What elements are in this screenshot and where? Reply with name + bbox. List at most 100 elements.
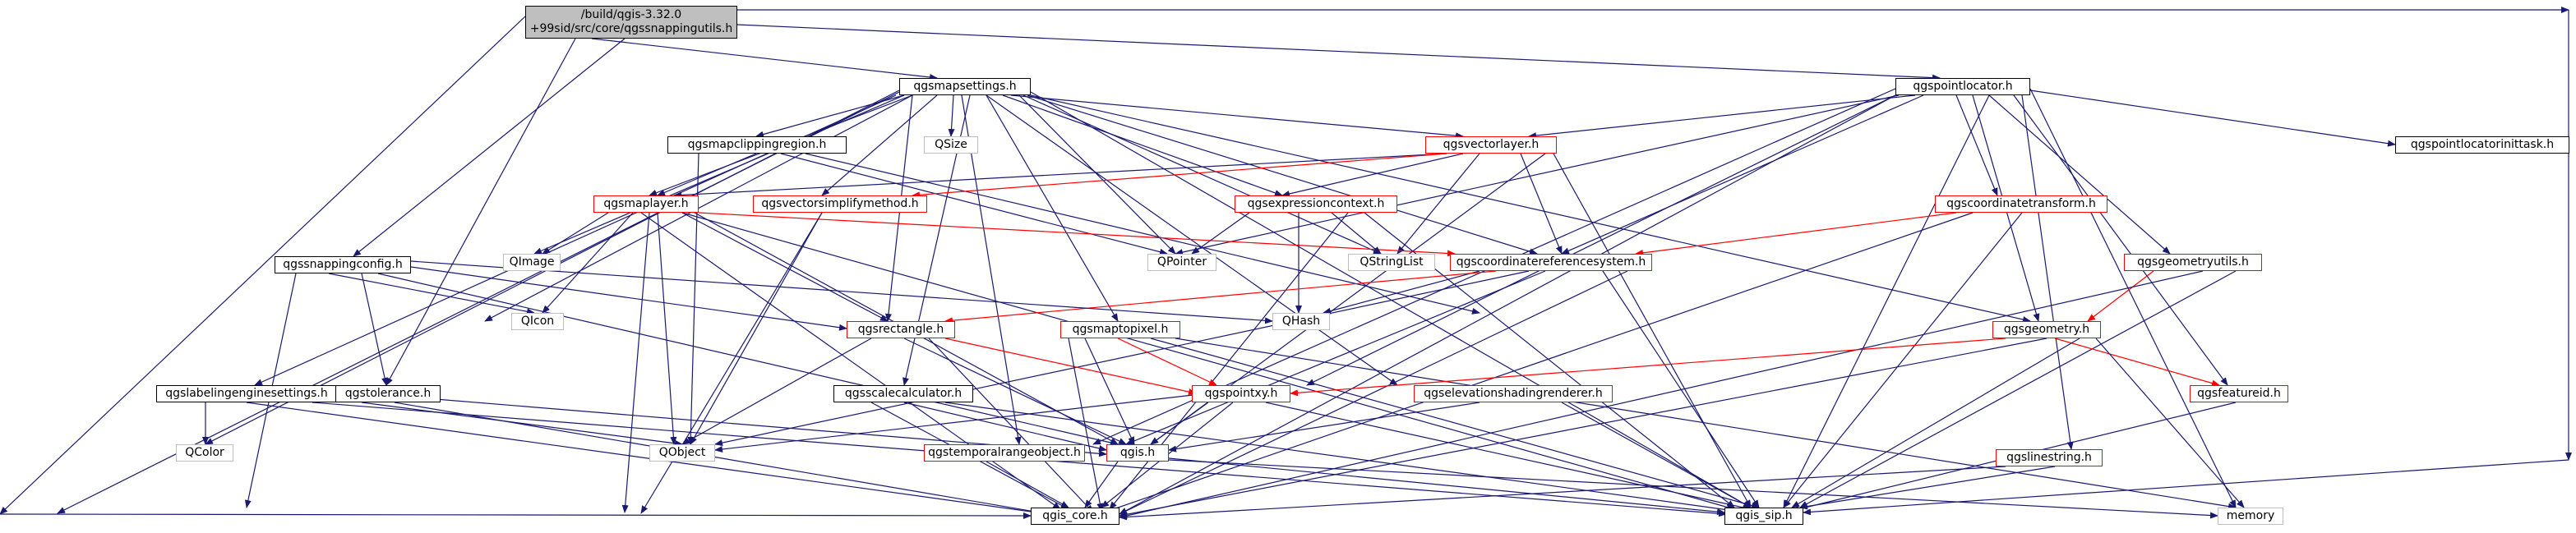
node-qgsmapclippingregion[interactable]: qgsmapclippingregion.h: [667, 136, 847, 154]
dependency-edge: [361, 402, 683, 447]
node-qgslinestring[interactable]: qgslinestring.h: [1996, 449, 2103, 466]
dependency-edge: [1783, 94, 1990, 508]
dependency-edge: [681, 212, 889, 322]
node-qgsmaptopixel[interactable]: qgsmaptopixel.h: [1060, 321, 1180, 338]
dependency-edge: [1018, 94, 1176, 255]
node-qcolor[interactable]: QColor: [176, 444, 233, 462]
node-qgscoordinatetransform[interactable]: qgscoordinatetransform.h: [1935, 195, 2107, 213]
node-qicon[interactable]: QIcon: [511, 313, 564, 330]
dependency-edge: [621, 212, 650, 513]
dependency-edge: [640, 212, 823, 514]
node-qgscoordinatereferencesystem[interactable]: qgscoordinatereferencesystem.h: [1450, 254, 1652, 271]
node-qhash[interactable]: QHash: [1272, 313, 1330, 330]
node-qgsgeometry[interactable]: qgsgeometry.h: [1992, 321, 2101, 338]
root-node-line2: +99sid/src/core/qgssnappingutils.h: [529, 22, 733, 35]
root-node-qgssnappingutils[interactable]: /build/qgis-3.32.0 +99sid/src/core/qgssn…: [525, 6, 737, 39]
node-qobject[interactable]: QObject: [649, 444, 715, 462]
node-qgstemporalrangeobject[interactable]: qgstemporalrangeobject.h: [924, 444, 1085, 462]
dependency-edge: [1084, 338, 1135, 445]
node-qgspointxy[interactable]: qgspointxy.h: [1192, 385, 1290, 402]
node-qgsrectangle[interactable]: qgsrectangle.h: [847, 321, 955, 338]
node-qgslabelingenginesettings[interactable]: qgslabelingenginesettings.h: [156, 385, 337, 402]
dependency-edge: [1119, 94, 1896, 515]
dependency-edge: [1101, 212, 1974, 514]
node-qgselevationshadingrenderer[interactable]: qgselevationshadingrenderer.h: [1414, 385, 1613, 402]
dependency-edge: [1783, 212, 2023, 508]
dependency-edge: [657, 153, 757, 196]
dependency-edge: [821, 94, 938, 196]
dependency-edge: [986, 94, 1398, 386]
dependency-edge: [377, 273, 1119, 446]
dependency-edge: [1955, 94, 1998, 196]
node-memory[interactable]: memory: [2218, 508, 2283, 525]
dependency-edge: [780, 153, 1168, 255]
dependency-edge: [533, 94, 905, 255]
node-qpointer[interactable]: QPointer: [1147, 254, 1216, 271]
root-node-line1: /build/qgis-3.32.0: [580, 8, 682, 21]
dependency-edge: [714, 393, 1201, 453]
dependency-edge: [0, 512, 1032, 519]
dependency-edge: [698, 212, 1456, 257]
node-qgsfeatureid[interactable]: qgsfeatureid.h: [2190, 385, 2288, 402]
dependency-edge: [1988, 94, 2171, 255]
dependency-edge: [2013, 94, 2228, 386]
dependency-edge: [1281, 153, 1464, 197]
dependency-edge: [673, 153, 1447, 199]
dependency-edge: [657, 212, 677, 445]
dependency-edge: [805, 153, 1480, 315]
dependency-edge: [1528, 94, 1916, 140]
dependency-edge: [1030, 91, 1752, 508]
dependency-edge: [1068, 338, 1104, 512]
dependency-edge: [484, 94, 913, 322]
node-qgssnappingconfig[interactable]: qgssnappingconfig.h: [275, 256, 411, 273]
dependency-edge: [1175, 338, 2237, 510]
dependency-edge: [640, 212, 1061, 510]
node-qgsvectorlayer[interactable]: qgsvectorlayer.h: [1425, 136, 1557, 154]
dependency-edge: [928, 338, 1094, 513]
dependency-edge: [1396, 153, 1480, 255]
dependency-edge: [681, 338, 872, 445]
dependency-edge: [1084, 461, 1119, 508]
dependency-edge: [1265, 402, 1752, 511]
dependency-edge: [1306, 94, 1896, 386]
dependency-edge: [1168, 459, 2218, 519]
dependency-edge: [1191, 212, 1250, 255]
node-qgsscalecalculator[interactable]: qgsscalecalculator.h: [833, 385, 973, 402]
node-qgsmaplayer[interactable]: qgsmaplayer.h: [593, 195, 699, 213]
dependency-edge: [328, 273, 535, 315]
dependency-edge: [903, 338, 1127, 445]
node-qgspointlocator[interactable]: qgspointlocator.h: [1895, 78, 2030, 95]
dependency-edge: [2021, 94, 2074, 450]
node-qgsexpressioncontext[interactable]: qgsexpressioncontext.h: [1235, 195, 1397, 213]
dependency-edge: [690, 212, 823, 445]
dependency-edge: [681, 212, 1735, 511]
node-qsize[interactable]: QSize: [924, 136, 978, 154]
node-qimage[interactable]: QImage: [503, 254, 561, 271]
dependency-edge: [2095, 338, 2245, 508]
dependency-edge: [1175, 94, 1900, 255]
node-qgis[interactable]: qgis.h: [1106, 444, 1169, 462]
dependency-edge: [2054, 338, 2220, 387]
dependency-edge: [1119, 270, 2204, 519]
dependency-edge: [1119, 466, 2006, 521]
node-qstringlist[interactable]: QStringList: [1348, 254, 1435, 271]
node-qgspointlocatorinittask[interactable]: qgspointlocatorinittask.h: [2395, 136, 2569, 154]
dependency-edge: [1791, 338, 2080, 508]
node-qgstolerance[interactable]: qgstolerance.h: [335, 385, 441, 402]
node-qgis-sip[interactable]: qgis_sip.h: [1724, 508, 1803, 525]
dependency-edge: [944, 270, 1497, 324]
node-qgsvectorsimplifymethod[interactable]: qgsvectorsimplifymethod.h: [753, 195, 927, 213]
dependency-edge: [986, 461, 1069, 508]
dependency-edge: [1010, 94, 1464, 140]
dependency-edge: [903, 402, 1107, 452]
dependency-edge: [1119, 270, 1628, 515]
dependency-edge: [1331, 212, 1382, 255]
dependency-edge: [1150, 402, 1209, 445]
dependency-edge: [1109, 212, 1349, 510]
dependency-edge: [1561, 94, 1924, 255]
node-qgsmapsettings[interactable]: qgsmapsettings.h: [899, 78, 1031, 95]
dependency-edge: [912, 153, 1447, 199]
node-qgis-core[interactable]: qgis_core.h: [1031, 508, 1119, 525]
node-qgsgeometryutils[interactable]: qgsgeometryutils.h: [2124, 254, 2262, 271]
dependency-edge: [1290, 338, 2006, 397]
